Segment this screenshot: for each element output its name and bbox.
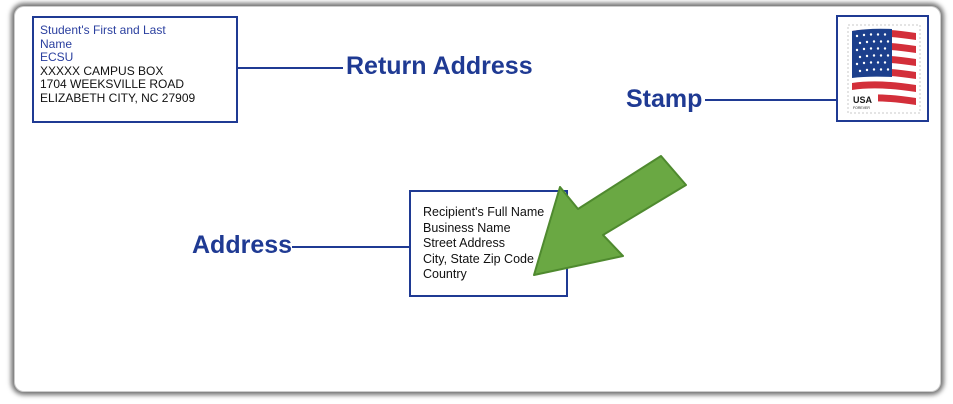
recipient-address-line: Business Name [423,220,511,235]
recipient-address-line: Country [423,267,467,281]
stamp-box: USA FOREVER [836,15,929,122]
recipient-address-line: Street Address [423,236,505,250]
recipient-address-line: City, State Zip Code [423,251,534,266]
return-address-line: ELIZABETH CITY, NC 27909 [40,90,196,105]
return-address-box: Student's First and Last Name ECSU XXXXX… [32,16,238,123]
return-address-line: ECSU [40,50,74,64]
recipient-address-line: Recipient's Full Name [423,205,545,219]
stamp-country-text: USA [853,95,873,105]
address-label: Address [192,231,293,259]
stamp-image: USA FOREVER [847,24,921,114]
stamp-label: Stamp [626,85,703,113]
stamp-subtitle-text: FOREVER [853,106,870,110]
flag-stars [855,33,890,73]
return-address-line: Student's First and Last [40,23,166,37]
address-leader-line [292,246,409,248]
stamp-leader-line [705,99,836,101]
return-address-line: 1704 WEEKSVILLE ROAD [40,77,185,91]
return-address-line: Name [40,36,73,51]
return-address-line: XXXXX CAMPUS BOX [40,63,164,78]
recipient-address-box: Recipient's Full Name Business Name Stre… [409,190,568,297]
return-address-label: Return Address [346,52,533,80]
return-address-leader-line [238,67,343,69]
